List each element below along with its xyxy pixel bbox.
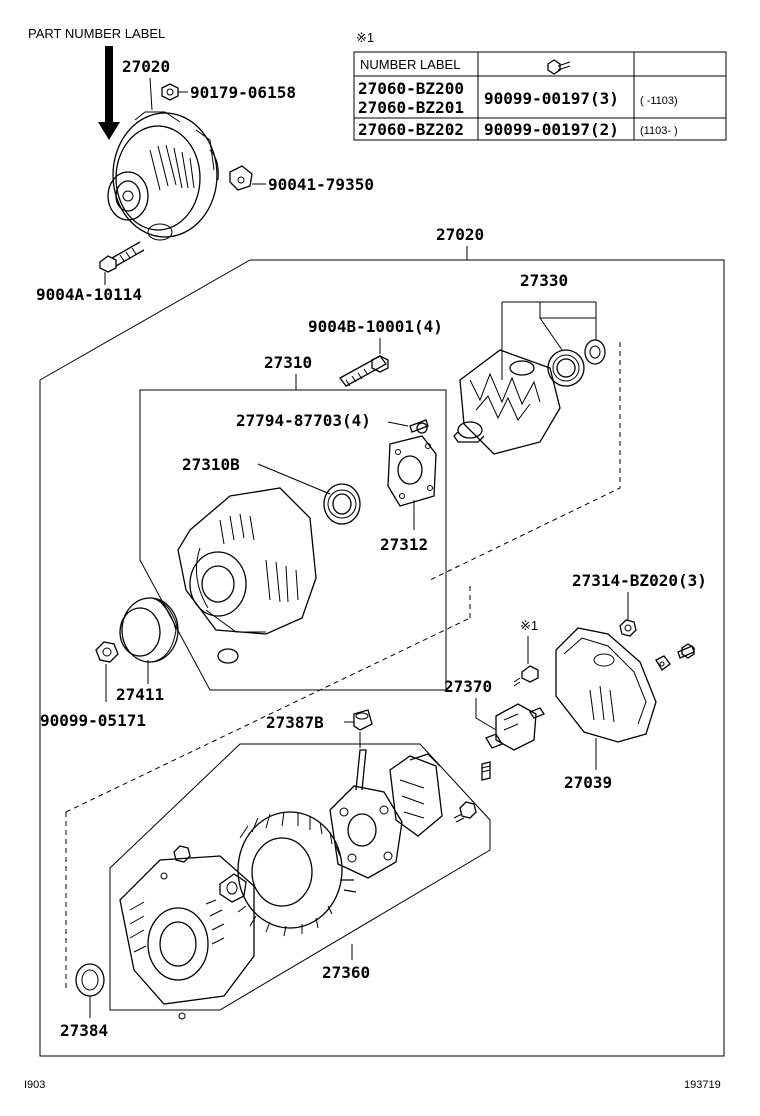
note-bolt-icon: [513, 665, 539, 687]
terminal-bolt-icon: [655, 643, 695, 671]
callout-90179-06158: 90179-06158: [190, 83, 296, 102]
gasket-icon: [219, 873, 247, 903]
terminal-insulator-icon: [353, 709, 373, 731]
callout-note-ref: ※1: [520, 618, 538, 633]
rear-frame-nut-icon: [173, 845, 191, 863]
pulley-nut-icon: [95, 641, 119, 663]
screw-27794-icon: [409, 419, 429, 434]
insulator-washer-icon: [75, 963, 105, 997]
frame-bearing-icon: [323, 483, 361, 525]
callout-27411: 27411: [116, 685, 164, 704]
main-assembly-boundary: [39, 259, 725, 1057]
stator-drawing: [237, 811, 357, 937]
regulator-screw-icon: [453, 801, 477, 823]
regulator-drawing: [389, 753, 443, 837]
callout-27039: 27039: [564, 773, 612, 792]
brush-holder-icon: [485, 703, 545, 751]
number-label-table: [353, 51, 727, 141]
callout-27360: 27360: [322, 963, 370, 982]
callout-27314-bz020: 27314-BZ020(3): [572, 571, 707, 590]
table-row1-part: 90099-00197(3): [484, 89, 619, 108]
rectifier-group-boundary: [109, 743, 491, 1011]
callout-9004b-10001: 9004B-10001(4): [308, 317, 443, 336]
rotor-washer-icon: [584, 339, 606, 365]
callout-27330: 27330: [520, 271, 568, 290]
table-row1-range: ( -1103): [640, 95, 678, 107]
callout-27310b: 27310B: [182, 455, 240, 474]
table-col-number-label: NUMBER LABEL: [360, 57, 460, 72]
table-note-mark: ※1: [356, 30, 374, 45]
small-alternator-drawing: [107, 111, 219, 241]
rotor-bearing-icon: [547, 349, 585, 387]
footer-left-code: I903: [24, 1079, 45, 1091]
bolt-9004a-icon: [99, 241, 145, 273]
callout-27020-top: 27020: [122, 57, 170, 76]
rear-cover-drawing: [555, 627, 657, 743]
callout-27384: 27384: [60, 1021, 108, 1040]
callout-27312: 27312: [380, 535, 428, 554]
drive-end-frame-drawing: [177, 487, 317, 664]
table-row1-number2: 27060-BZ201: [358, 98, 464, 117]
stud-bolt-icon: [339, 355, 389, 387]
callout-9004a-10114: 9004A-10114: [36, 285, 142, 304]
rectifier-plate-drawing: [329, 749, 403, 879]
callout-27794-87703: 27794-87703(4): [236, 411, 371, 430]
rotor-drawing: [453, 349, 561, 455]
nut-90179-icon: [161, 83, 179, 101]
part-number-label-text: PART NUMBER LABEL: [28, 26, 165, 41]
brush-spring-icon: [481, 761, 491, 781]
callout-27020-main: 27020: [436, 225, 484, 244]
callout-90041-79350: 90041-79350: [268, 175, 374, 194]
frame-group-boundary: [139, 389, 447, 691]
rear-nut-icon: [619, 619, 637, 637]
callout-27370: 27370: [444, 677, 492, 696]
rear-end-frame-drawing: [119, 855, 255, 1020]
retainer-plate-icon: [387, 435, 437, 507]
table-row1-number: 27060-BZ200: [358, 79, 464, 98]
table-row2-part: 90099-00197(2): [484, 120, 619, 139]
footer-right-code: 193719: [684, 1079, 721, 1091]
clip-90041-icon: [229, 165, 253, 191]
bolt-icon: [547, 59, 571, 75]
callout-27310: 27310: [264, 353, 312, 372]
callout-90099-05171: 90099-05171: [40, 711, 146, 730]
callout-27387b: 27387B: [266, 713, 324, 732]
part-number-arrow: [98, 46, 120, 140]
table-row2-range: (1103- ): [640, 125, 678, 137]
pulley-icon: [119, 597, 179, 663]
table-row2-number: 27060-BZ202: [358, 120, 464, 139]
